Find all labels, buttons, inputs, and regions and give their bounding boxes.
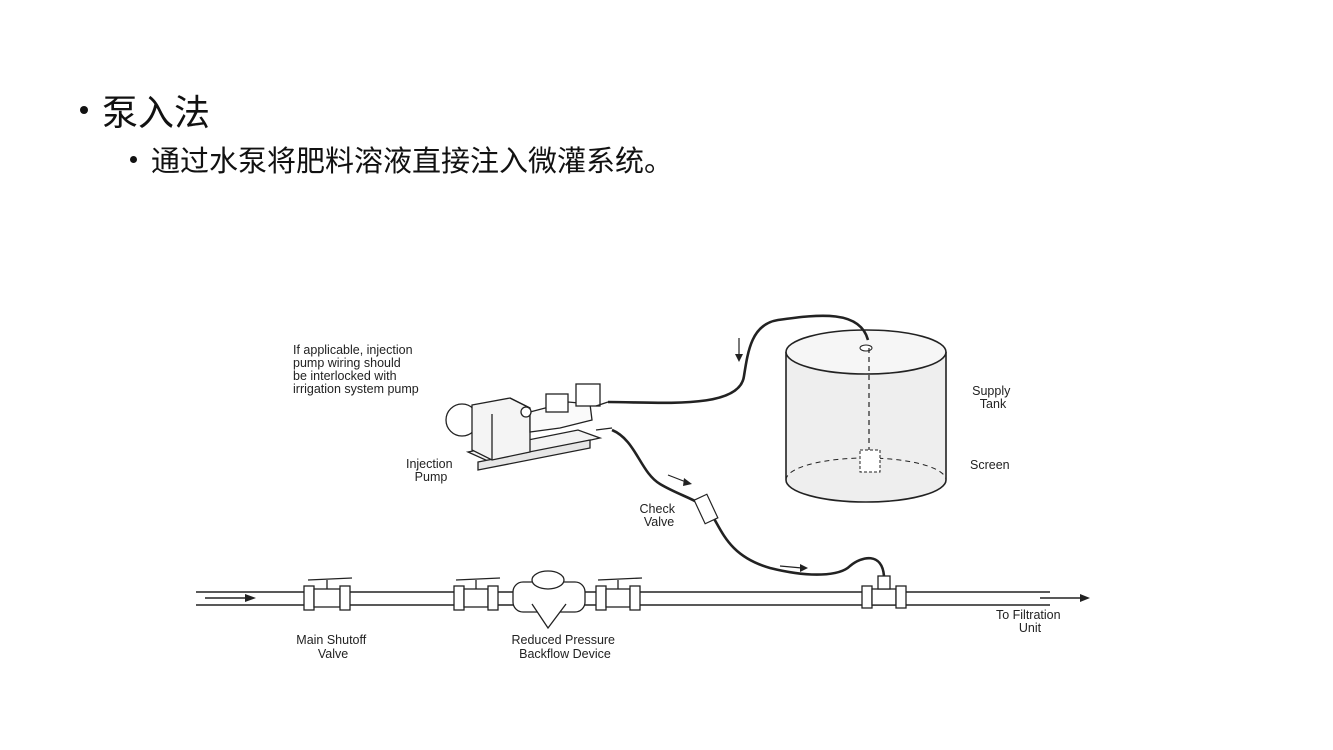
suction-tube (607, 314, 870, 405)
discharge-tube (611, 428, 886, 577)
heading-pump-injection: 泵入法 (102, 93, 211, 134)
check-valve-label: Check Valve (640, 502, 679, 529)
bullet-level2: 通过水泵将肥料溶液直接注入微灌系统。 (130, 138, 673, 180)
down-arrow-icon (735, 338, 743, 362)
backflow-device-icon (453, 570, 643, 630)
supply-tank-label: Supply Tank (972, 384, 1014, 411)
flow-arrow-icon (205, 594, 256, 602)
to-filtration-label: To Filtration Unit (996, 608, 1064, 635)
check-valve-icon (693, 493, 719, 525)
outlet-arrow-icon (1040, 594, 1090, 602)
bullet-dot-icon (80, 106, 88, 114)
backflow-device-label: Reduced Pressure Backflow Device (511, 633, 618, 661)
injection-pump-label: Injection Pump (406, 457, 456, 484)
screen-label: Screen (970, 458, 1010, 472)
screen-icon (859, 449, 881, 473)
wiring-note: If applicable, injection pump wiring sho… (293, 343, 419, 396)
main-shutoff-valve-icon (303, 577, 353, 611)
injection-arrow-icon (779, 564, 808, 572)
bullet-level1: 泵入法 (80, 84, 210, 136)
description-text: 通过水泵将肥料溶液直接注入微灌系统。 (151, 144, 674, 178)
supply-tank-icon (785, 329, 947, 503)
discharge-arrow-icon (667, 474, 692, 486)
main-shutoff-label: Main Shutoff Valve (296, 633, 369, 661)
injection-pump-icon (445, 383, 613, 471)
bullet-dot-icon (130, 155, 137, 163)
injection-tee-icon (861, 575, 907, 609)
